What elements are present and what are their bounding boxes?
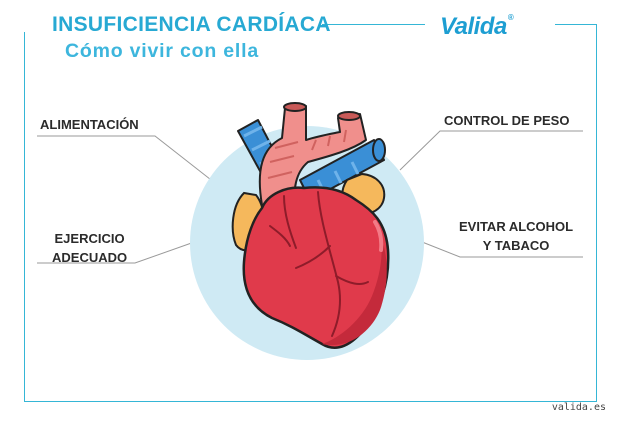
heart-shade xyxy=(322,236,387,346)
leader-line-evitar xyxy=(411,237,583,258)
leader-line-ejercicio xyxy=(37,239,201,264)
page-title: INSUFICIENCIA CARDÍACA xyxy=(52,13,331,36)
label-evitar-alcohol: EVITAR ALCOHOL Y TABACO xyxy=(459,217,573,255)
aorta-opening-1 xyxy=(283,102,307,112)
logo-gap xyxy=(425,18,555,32)
label-ejercicio-line1: EJERCICIO xyxy=(54,231,125,246)
aorta xyxy=(258,105,367,211)
coronary-vessels xyxy=(269,191,369,337)
brand-logo: Valida® xyxy=(440,13,514,41)
leader-lines xyxy=(37,130,583,264)
label-control-peso: CONTROL DE PESO xyxy=(444,111,569,130)
title-gap xyxy=(20,18,322,32)
label-ejercicio-line2: ADECUADO xyxy=(52,250,128,265)
label-evitar-line2: Y TABACO xyxy=(482,238,550,253)
vein-opening xyxy=(372,138,386,162)
page-subtitle: Cómo vivir con ella xyxy=(65,40,260,62)
label-alimentacion: ALIMENTACIÓN xyxy=(40,115,139,134)
brand-logo-text: Valida xyxy=(440,13,507,40)
registered-mark: ® xyxy=(507,13,514,22)
leader-line-control xyxy=(399,130,583,171)
leader-line-alimentacion xyxy=(37,135,216,184)
footer-site: valida.es xyxy=(551,402,606,413)
label-ejercicio: EJERCICIO ADECUADO xyxy=(52,229,127,267)
label-control-peso-text: CONTROL DE PESO xyxy=(444,113,570,128)
label-evitar-line1: EVITAR ALCOHOL xyxy=(459,219,574,234)
aorta-opening-2 xyxy=(337,111,361,121)
heart-icon xyxy=(231,102,390,349)
label-alimentacion-text: ALIMENTACIÓN xyxy=(40,117,139,132)
